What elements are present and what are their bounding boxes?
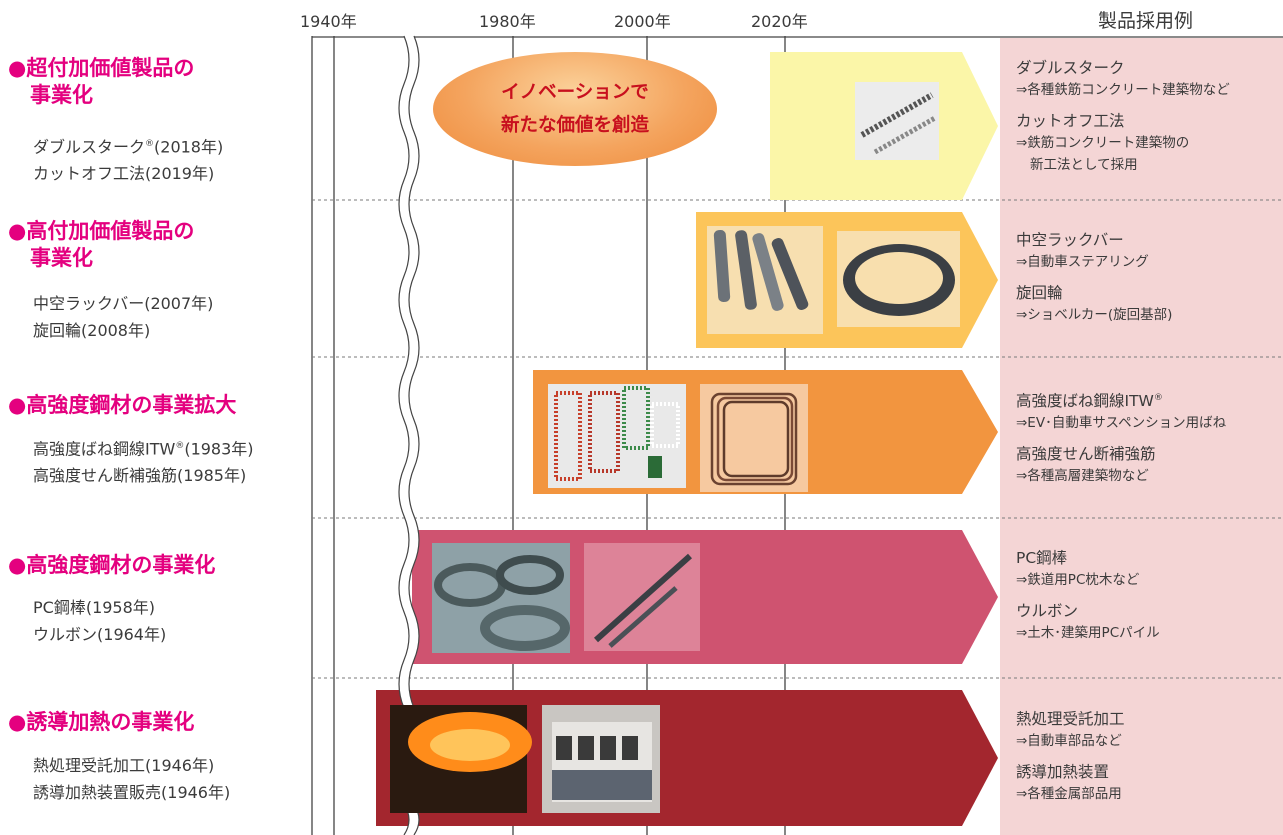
row-1-title: ●超付加価値製品の 事業化 bbox=[8, 56, 195, 107]
photo-induction-heating bbox=[390, 705, 532, 813]
row-2-examples: 中空ラックバー ⇒自動車ステアリング 旋回輪 ⇒ショベルカー(旋回基部) bbox=[1016, 231, 1173, 323]
photo-pc-bar-coils bbox=[432, 543, 570, 653]
photo-springs bbox=[548, 384, 686, 488]
year-label-1940: 1940年 bbox=[300, 12, 357, 31]
row-1-products: ダブルスターク®(2018年) カットオフ工法(2019年) bbox=[33, 137, 224, 184]
row-2-title: ●高付加価値製品の 事業化 bbox=[8, 219, 195, 270]
examples-column-bg bbox=[1000, 38, 1283, 835]
row-3-products: 高強度ばね鋼線ITW®(1983年) 高強度せん断補強筋(1985年) bbox=[33, 439, 254, 486]
timeline-break-fill bbox=[399, 36, 419, 835]
row-1-examples: ダブルスターク ⇒各種鉄筋コンクリート建築物など カットオフ工法 ⇒鉄筋コンクリ… bbox=[1016, 59, 1230, 173]
row-5-examples: 熱処理受託加工 ⇒自動車部品など 誘導加熱装置 ⇒各種金属部品用 bbox=[1016, 710, 1125, 802]
row-3-title: ●高強度鋼材の事業拡大 bbox=[8, 393, 237, 417]
photo-double-stark-rebar bbox=[855, 82, 939, 160]
row-4-examples: PC鋼棒 ⇒鉄道用PC枕木など ウルボン ⇒土木･建築用PCパイル bbox=[1016, 549, 1160, 641]
year-label-1980: 1980年 bbox=[479, 12, 536, 31]
innovation-bubble: イノベーションで 新たな価値を創造 bbox=[433, 52, 717, 166]
photo-slewing-ring bbox=[837, 231, 960, 327]
examples-header: 製品採用例 bbox=[1098, 10, 1194, 32]
photo-ulbon bbox=[584, 543, 700, 651]
row-4-products: PC鋼棒(1958年) ウルボン(1964年) bbox=[33, 598, 167, 644]
year-label-2000: 2000年 bbox=[614, 12, 671, 31]
row-5-title: ●誘導加熱の事業化 bbox=[8, 710, 195, 734]
photo-heating-equipment bbox=[542, 705, 660, 813]
photo-shear-reinforcement bbox=[700, 384, 808, 492]
row-4-title: ●高強度鋼材の事業化 bbox=[8, 553, 216, 577]
row-2-products: 中空ラックバー(2007年) 旋回輪(2008年) bbox=[33, 294, 214, 340]
row-5-products: 熱処理受託加工(1946年) 誘導加熱装置販売(1946年) bbox=[33, 756, 231, 802]
year-label-2020: 2020年 bbox=[751, 12, 808, 31]
innovation-line-2: 新たな価値を創造 bbox=[500, 115, 649, 136]
row-3-examples: 高強度ばね鋼線ITW® ⇒EV･自動車サスペンション用ばね 高強度せん断補強筋 … bbox=[1016, 392, 1227, 485]
photo-hollow-rack-bar bbox=[707, 226, 823, 334]
arrow-row-5 bbox=[376, 690, 998, 826]
innovation-line-1: イノベーションで bbox=[501, 82, 649, 103]
